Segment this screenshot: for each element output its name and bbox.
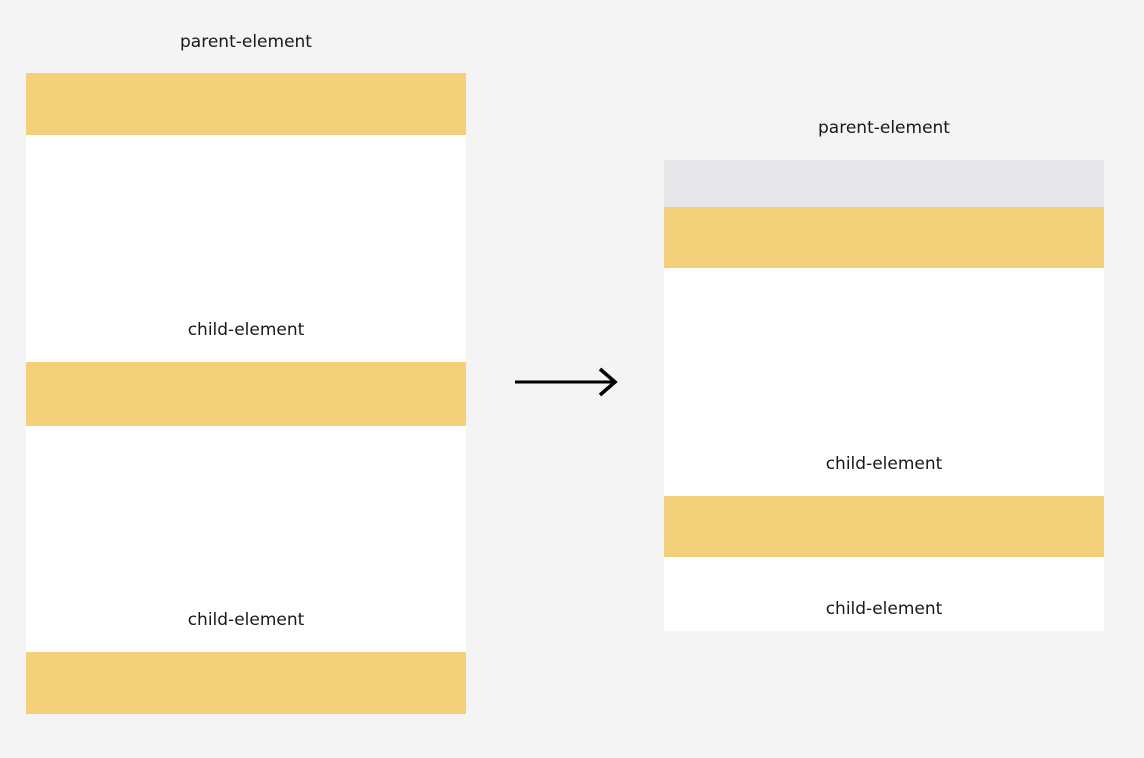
child-element-label: child-element <box>825 599 943 619</box>
parent-element-box-before: child-element child-element <box>26 73 466 714</box>
scroll-padding-bar <box>664 160 1104 207</box>
scroll-margin-bar <box>26 362 466 426</box>
scroll-margin-bar <box>664 207 1104 268</box>
scroll-margin-bar <box>26 652 466 714</box>
child-element-block: child-element <box>664 268 1104 496</box>
child-element-label: child-element <box>825 454 943 474</box>
parent-element-label-after: parent-element <box>818 118 950 138</box>
child-element-block-clipped: child-element <box>664 557 1104 631</box>
right-arrow-icon <box>515 367 618 397</box>
child-element-label: child-element <box>187 320 305 340</box>
scroll-margin-bar <box>664 496 1104 557</box>
child-element-block: child-element <box>26 426 466 652</box>
child-element-block: child-element <box>26 135 466 362</box>
scroll-margin-bar <box>26 73 466 135</box>
parent-element-label-before: parent-element <box>180 32 312 52</box>
child-element-label: child-element <box>187 610 305 630</box>
parent-element-box-after: child-element child-element <box>664 160 1104 631</box>
